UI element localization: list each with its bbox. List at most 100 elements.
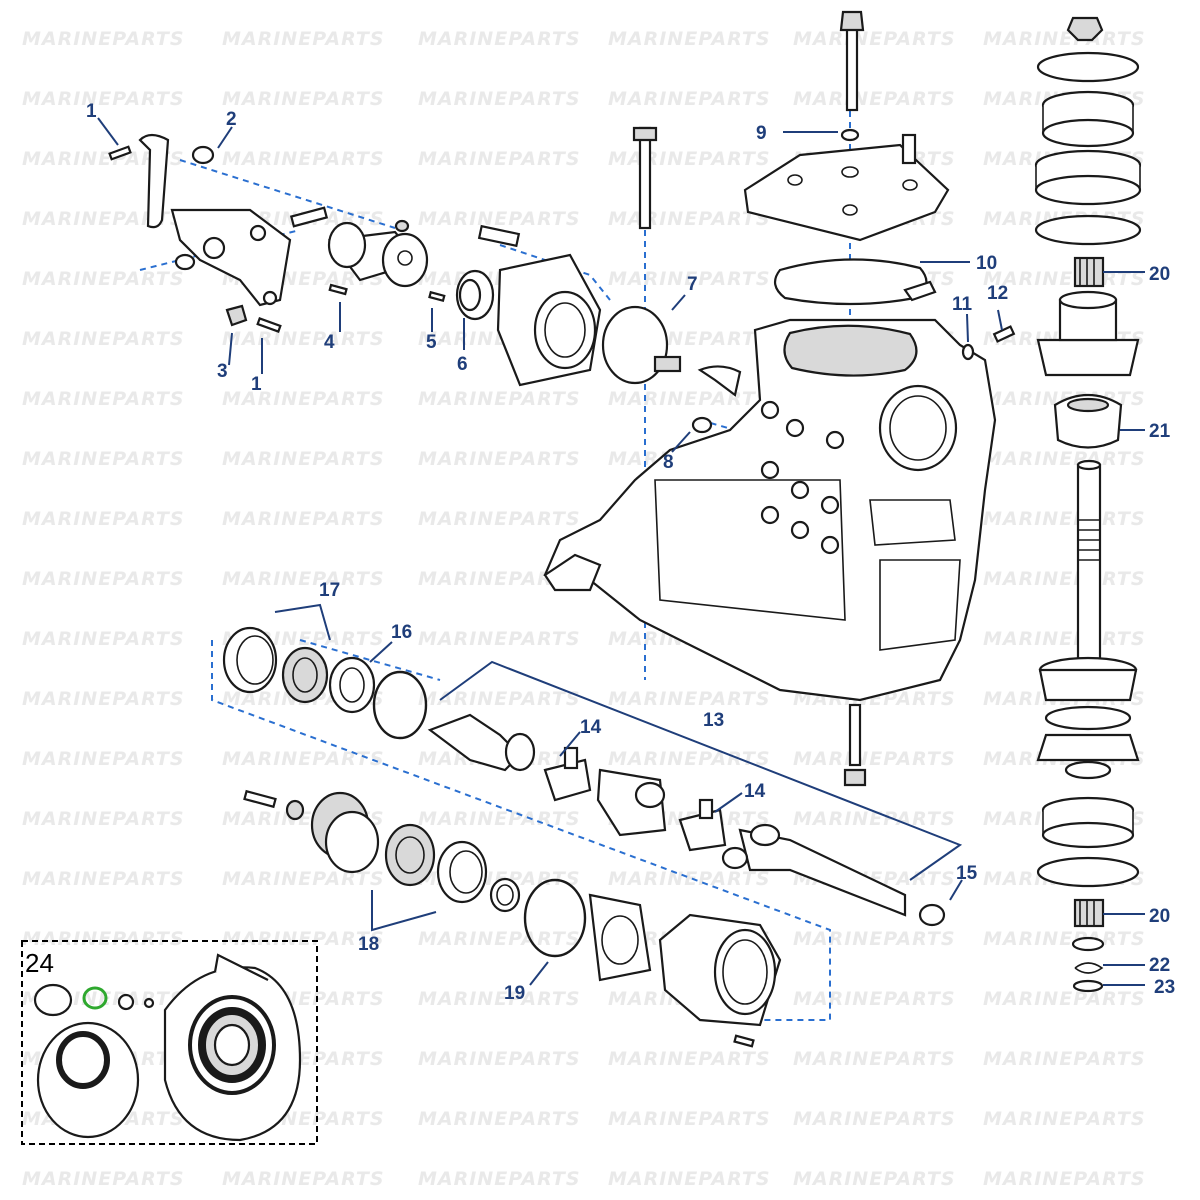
watermark-text: MARINEPARTS xyxy=(793,988,956,1010)
watermark-text: MARINEPARTS xyxy=(22,268,185,290)
watermark-text: MARINEPARTS xyxy=(22,388,185,410)
vertical-shaft-stack xyxy=(1034,16,1142,993)
watermark-text: MARINEPARTS xyxy=(608,1048,771,1070)
callout-2: 2 xyxy=(226,109,237,130)
watermark-text: MARINEPARTS xyxy=(983,568,1146,590)
watermark-text: MARINEPARTS xyxy=(22,928,185,950)
watermark-text: MARINEPARTS xyxy=(418,628,581,650)
bolt-icon xyxy=(901,133,917,165)
oring-icon xyxy=(1036,51,1140,83)
vertical-shaft-icon xyxy=(1076,459,1102,667)
callout-6: 6 xyxy=(457,354,468,375)
callout-14: 14 xyxy=(580,717,602,738)
bolt-icon xyxy=(992,325,1016,343)
watermark-text: MARINEPARTS xyxy=(222,388,385,410)
callout-16: 16 xyxy=(391,622,412,643)
watermark-text: MARINEPARTS xyxy=(22,568,185,590)
watermark-text: MARINEPARTS xyxy=(608,28,771,50)
dipstick-icon xyxy=(845,18,859,112)
callout-20: 20 xyxy=(1149,264,1170,285)
watermark-text: MARINEPARTS xyxy=(22,328,185,350)
seal-kit-inset: 24 xyxy=(21,940,318,1145)
watermark-text: MARINEPARTS xyxy=(793,928,956,950)
nut-icon xyxy=(225,304,248,327)
gasket-icon xyxy=(601,305,669,385)
watermark-text: MARINEPARTS xyxy=(608,148,771,170)
stud-icon xyxy=(653,355,682,373)
watermark-text: MARINEPARTS xyxy=(222,88,385,110)
callout-14-lower: 14 xyxy=(744,781,766,802)
callout-21: 21 xyxy=(1149,421,1171,442)
watermark-text: MARINEPARTS xyxy=(418,1048,581,1070)
inset-border xyxy=(21,940,318,1145)
bearing-housing-icon xyxy=(496,253,602,387)
watermark-text: MARINEPARTS xyxy=(222,148,385,170)
universal-joint-icon xyxy=(678,798,727,852)
cover-plate-icon xyxy=(743,143,950,242)
watermark-text: MARINEPARTS xyxy=(983,448,1146,470)
bearing-icon xyxy=(1041,90,1135,148)
watermark-text: MARINEPARTS xyxy=(222,448,385,470)
oring-highlight-icon xyxy=(82,986,108,1010)
watermark-text: MARINEPARTS xyxy=(222,508,385,530)
washer-icon xyxy=(918,903,946,927)
watermark-text: MARINEPARTS xyxy=(418,988,581,1010)
watermark-text: MARINEPARTS xyxy=(418,688,581,710)
callout-10: 10 xyxy=(976,253,997,274)
watermark-text: MARINEPARTS xyxy=(22,808,185,830)
bearing-housing-icon xyxy=(658,913,782,1027)
pin-icon xyxy=(428,290,446,303)
watermark-text: MARINEPARTS xyxy=(418,148,581,170)
bearing-icon xyxy=(1041,796,1135,849)
watermark-text: MARINEPARTS xyxy=(22,508,185,530)
watermark-text: MARINEPARTS xyxy=(418,88,581,110)
gear-icon xyxy=(1038,656,1138,702)
needle-bearing-icon xyxy=(1073,898,1105,928)
shift-linkage-group xyxy=(108,133,682,387)
callout-3: 3 xyxy=(217,361,228,382)
bolt-icon xyxy=(256,317,282,333)
seal-ring-icon xyxy=(455,269,495,321)
drive-shaft-icon xyxy=(427,713,536,772)
watermark-text: MARINEPARTS xyxy=(793,1168,956,1190)
bushing-icon xyxy=(1053,394,1123,449)
watermark-text: MARINEPARTS xyxy=(22,88,185,110)
watermark-text: MARINEPARTS xyxy=(608,748,771,770)
watermark-text: MARINEPARTS xyxy=(222,748,385,770)
callout-11: 11 xyxy=(952,294,973,315)
main-housing-icon xyxy=(543,318,1016,787)
watermark-text: MARINEPARTS xyxy=(793,28,956,50)
bolt-icon xyxy=(477,224,521,248)
bolt-icon xyxy=(638,126,652,230)
watermark-text: MARINEPARTS xyxy=(608,1168,771,1190)
bolt-icon xyxy=(733,1034,755,1048)
watermark-text: MARINEPARTS xyxy=(793,1108,956,1130)
watermark-text: MARINEPARTS xyxy=(222,28,385,50)
watermark-text: MARINEPARTS xyxy=(608,388,771,410)
watermark-text: MARINEPARTS xyxy=(222,568,385,590)
watermark-text: MARINEPARTS xyxy=(983,1108,1146,1130)
shim-icon xyxy=(1034,214,1142,246)
shim-icon xyxy=(1036,856,1140,888)
oring-icon xyxy=(33,983,73,1017)
callout-5: 5 xyxy=(426,332,437,353)
watermark-text: MARINEPARTS xyxy=(608,1108,771,1130)
callout-8: 8 xyxy=(663,452,674,473)
watermark-text: MARINEPARTS xyxy=(22,628,185,650)
callout-22: 22 xyxy=(1149,955,1170,976)
oring-icon xyxy=(523,878,587,958)
needle-bearing-icon xyxy=(1073,256,1105,288)
seal-icon xyxy=(36,1021,140,1139)
bearing-icon xyxy=(281,646,329,704)
lower-gear-group xyxy=(222,626,946,1048)
watermark-text: MARINEPARTS xyxy=(22,148,185,170)
gear-icon xyxy=(310,791,380,874)
watermark-text: MARINEPARTS xyxy=(983,628,1146,650)
watermark-text: MARINEPARTS xyxy=(418,568,581,590)
gasket-icon xyxy=(773,258,928,306)
watermark-text: MARINEPARTS xyxy=(22,208,185,230)
washer-icon xyxy=(691,416,713,434)
callout-20-lower: 20 xyxy=(1149,906,1170,927)
pin-icon xyxy=(328,283,348,296)
